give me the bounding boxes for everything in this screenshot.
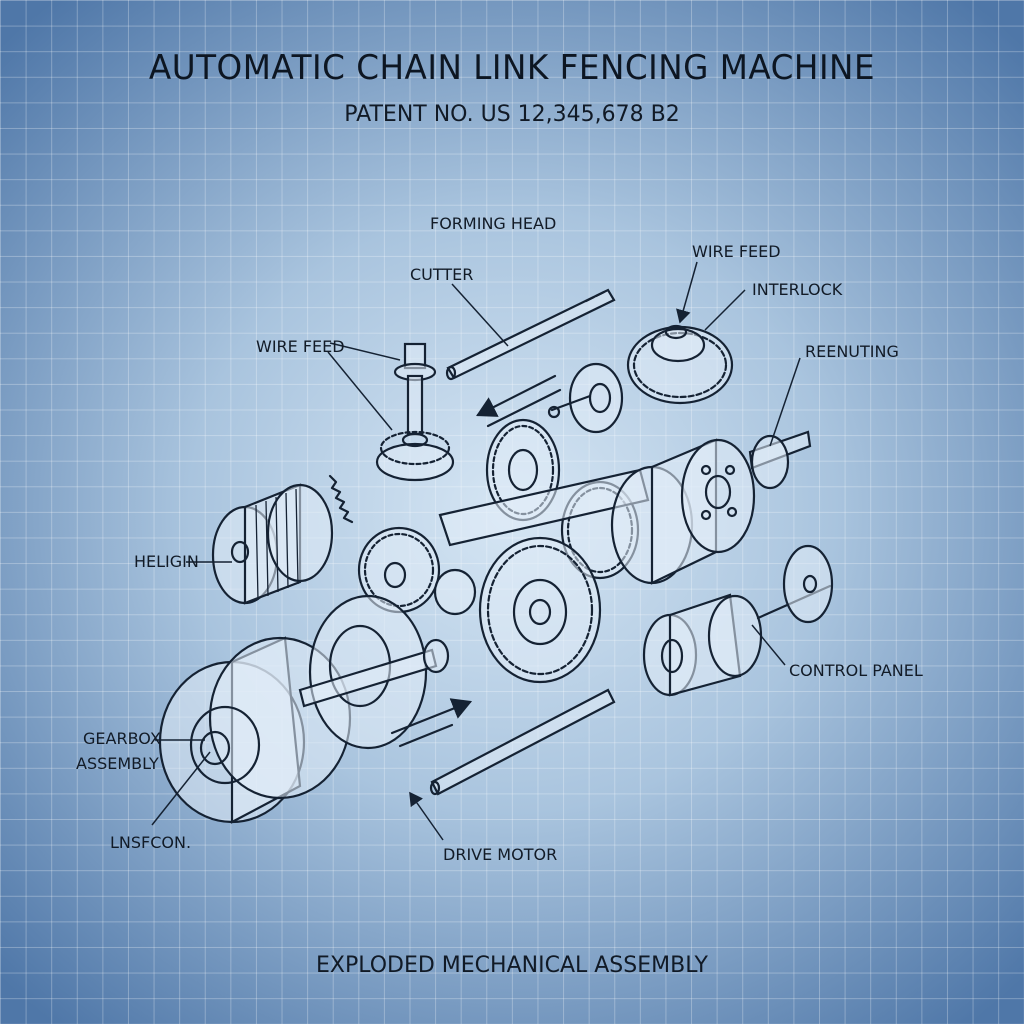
label-lnsfcon: LNSFCON. <box>110 833 192 852</box>
label-drive-motor: DRIVE MOTOR <box>443 845 558 864</box>
diagram-footer: EXPLODED MECHANICAL ASSEMBLY <box>316 953 708 978</box>
label-wire-feed-top: WIRE FEED <box>692 242 781 261</box>
interlock-gear <box>626 324 734 405</box>
gearbox-pulley <box>158 594 450 824</box>
spring <box>328 474 354 524</box>
right-arrow <box>390 698 473 748</box>
patent-number: PATENT NO. US 12,345,678 B2 <box>344 102 680 127</box>
label-reenuting: REENUTING <box>805 342 899 361</box>
heligin-spool <box>211 483 334 605</box>
drive-shaft <box>429 688 616 796</box>
left-arrow <box>476 374 562 428</box>
diagram-title: AUTOMATIC CHAIN LINK FENCING MACHINE <box>148 48 876 88</box>
wire-feed-spindle <box>375 342 455 482</box>
label-gearbox-line1: GEARBOX <box>83 729 161 748</box>
label-heligin: HELIGIN <box>134 552 199 571</box>
drum <box>610 430 812 585</box>
flange-disc <box>547 362 624 434</box>
label-gearbox-line2: ASSEMBLY <box>76 754 159 773</box>
central-gear-cluster <box>357 418 650 684</box>
label-cutter: CUTTER <box>410 265 474 284</box>
label-control-panel: CONTROL PANEL <box>789 661 923 680</box>
cutter-shaft <box>445 288 616 381</box>
label-forming-head: FORMING HEAD <box>430 214 557 233</box>
control-panel-motor <box>642 544 834 697</box>
label-wire-feed-left: WIRE FEED <box>256 337 345 356</box>
leader-lines <box>151 261 801 841</box>
label-interlock: INTERLOCK <box>752 280 843 299</box>
